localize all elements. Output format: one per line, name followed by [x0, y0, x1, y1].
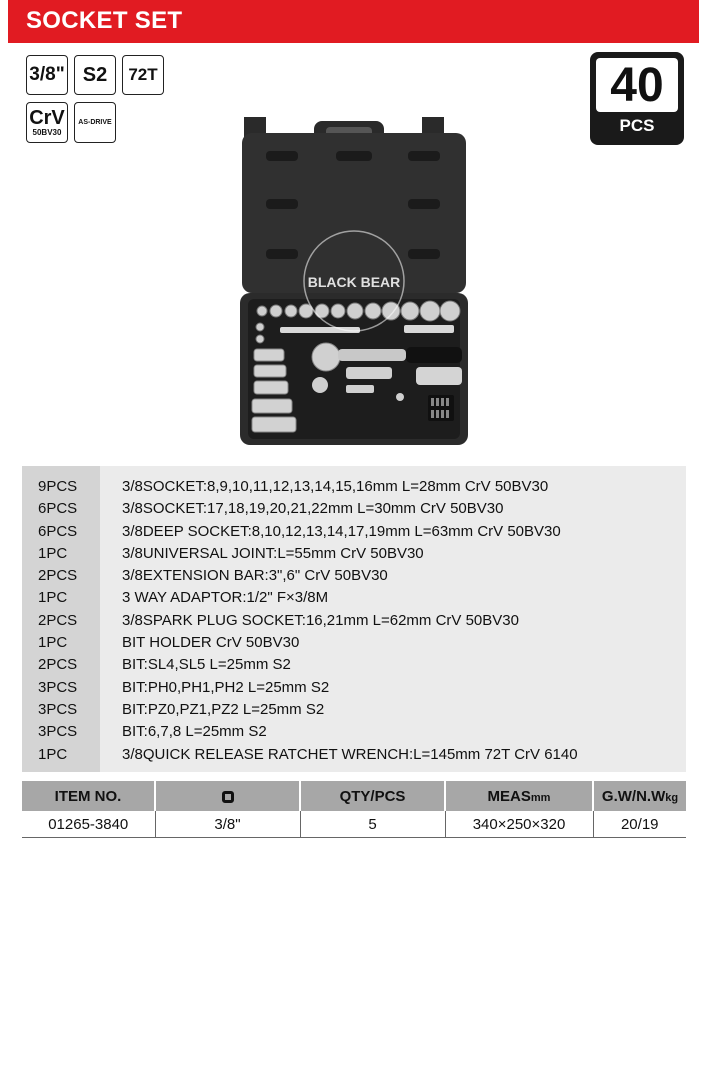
item-desc: BIT:6,7,8 L=25mm S2 [122, 723, 267, 741]
item-qty: 6PCS [38, 522, 78, 540]
item-desc: BIT:SL4,SL5 L=25mm S2 [122, 656, 291, 674]
steel-grade-badge: S2 [74, 55, 116, 95]
item-desc: 3 WAY ADAPTOR:1/2" F×3/8M [122, 589, 329, 607]
item-desc: 3/8SPARK PLUG SOCKET:16,21mm L=62mm CrV … [122, 611, 519, 629]
piece-count-label: PCS [619, 116, 655, 135]
contents-list: 9PCS 3/8SOCKET:8,9,10,11,12,13,14,15,16mm… [22, 466, 686, 772]
item-desc: 3/8SOCKET:8,9,10,11,12,13,14,15,16mm L=2… [122, 478, 549, 495]
item-qty: 2PCS [38, 611, 78, 629]
spec-table: ITEM NO. QTY/PCS MEASmm G.W/N.Wkg 01265-… [22, 781, 686, 838]
item-desc: 3/8SOCKET:17,18,19,20,21,22mm L=30mm CrV… [122, 500, 504, 518]
ratchet-teeth-badge: 72T [122, 55, 164, 95]
brand-watermark: BLACK BEAR [308, 274, 401, 290]
item-qty: 1PC [38, 544, 68, 562]
item-no-cell: 01265-3840 [22, 811, 156, 838]
material-label: CrV [29, 106, 65, 129]
list-item: 1PC 3/8QUICK RELEASE RATCHET WRENCH:L=145… [22, 744, 686, 766]
item-qty: 1PC [38, 745, 68, 763]
list-item: 1PC BIT HOLDER CrV 50BV30 [22, 632, 686, 654]
drive-header [155, 781, 301, 811]
piece-count: 40 [596, 58, 678, 112]
item-desc: 3/8EXTENSION BAR:3",6" CrV 50BV30 [122, 567, 388, 585]
item-desc: 3/8QUICK RELEASE RATCHET WRENCH:L=145mm … [122, 745, 578, 763]
meas-unit: mm [530, 791, 551, 804]
qty-header: QTY/PCS [300, 781, 446, 811]
weight-cell: 20/19 [593, 811, 686, 838]
page-title: SOCKET SET [26, 7, 183, 34]
material-badge: CrV 50BV30 [26, 102, 68, 143]
weight-header: G.W/N.Wkg [593, 781, 686, 811]
square-drive-icon [221, 790, 234, 803]
material-grade: 50BV30 [32, 127, 62, 137]
list-item: 2PCS 3/8SPARK PLUG SOCKET:16,21mm L=62mm … [22, 610, 686, 632]
item-qty: 6PCS [38, 500, 78, 518]
item-qty: 9PCS [38, 478, 78, 495]
item-qty: 3PCS [38, 678, 78, 696]
list-item: 6PCS 3/8DEEP SOCKET:8,10,12,13,14,17,19mm… [22, 521, 686, 543]
table-row: 01265-3840 3/8" 5 340×250×320 20/19 [22, 811, 686, 838]
as-drive-badge: AS-DRIVE [74, 102, 116, 143]
list-item: 6PCS 3/8SOCKET:17,18,19,20,21,22mm L=30mm… [22, 498, 686, 520]
piece-count-badge: 40 PCS [590, 52, 684, 145]
list-item: 1PC 3/8UNIVERSAL JOINT:L=55mm CrV 50BV30 [22, 543, 686, 565]
item-qty: 3PCS [38, 700, 78, 718]
item-qty: 2PCS [38, 656, 78, 674]
weight-label: G.W/N.W [601, 787, 666, 805]
meas-label: MEAS [487, 787, 531, 805]
item-qty: 2PCS [38, 567, 78, 585]
meas-cell: 340×250×320 [445, 811, 594, 838]
drive-size-badge: 3/8" [26, 55, 68, 95]
list-item: 2PCS 3/8EXTENSION BAR:3",6" CrV 50BV30 [22, 565, 686, 587]
title-bar: SOCKET SET [8, 0, 699, 43]
socket-set-case-photo: BLACK BEAR [240, 117, 468, 445]
list-item: 3PCS BIT:PH0,PH1,PH2 L=25mm S2 [22, 677, 686, 699]
item-desc: BIT HOLDER CrV 50BV30 [122, 634, 300, 652]
qty-column [22, 466, 100, 772]
list-item: 3PCS BIT:6,7,8 L=25mm S2 [22, 721, 686, 743]
item-qty: 1PC [38, 589, 68, 607]
list-item: 3PCS BIT:PZ0,PZ1,PZ2 L=25mm S2 [22, 699, 686, 721]
list-item: 9PCS 3/8SOCKET:8,9,10,11,12,13,14,15,16mm… [22, 476, 686, 498]
item-qty: 3PCS [38, 723, 78, 741]
item-qty: 1PC [38, 634, 68, 652]
meas-header: MEASmm [445, 781, 594, 811]
item-desc: BIT:PZ0,PZ1,PZ2 L=25mm S2 [122, 700, 325, 718]
weight-unit: kg [665, 791, 679, 804]
item-desc: BIT:PH0,PH1,PH2 L=25mm S2 [122, 678, 330, 696]
list-item: 1PC 3 WAY ADAPTOR:1/2" F×3/8M [22, 587, 686, 609]
item-desc: 3/8DEEP SOCKET:8,10,12,13,14,17,19mm L=6… [122, 522, 561, 540]
spec-header-row: ITEM NO. QTY/PCS MEASmm G.W/N.Wkg [22, 781, 686, 811]
drive-cell: 3/8" [155, 811, 301, 838]
item-no-header: ITEM NO. [22, 781, 156, 811]
contents-rows: 9PCS 3/8SOCKET:8,9,10,11,12,13,14,15,16mm… [22, 476, 686, 766]
qty-cell: 5 [300, 811, 446, 838]
item-desc: 3/8UNIVERSAL JOINT:L=55mm CrV 50BV30 [122, 544, 424, 562]
list-item: 2PCS BIT:SL4,SL5 L=25mm S2 [22, 654, 686, 676]
